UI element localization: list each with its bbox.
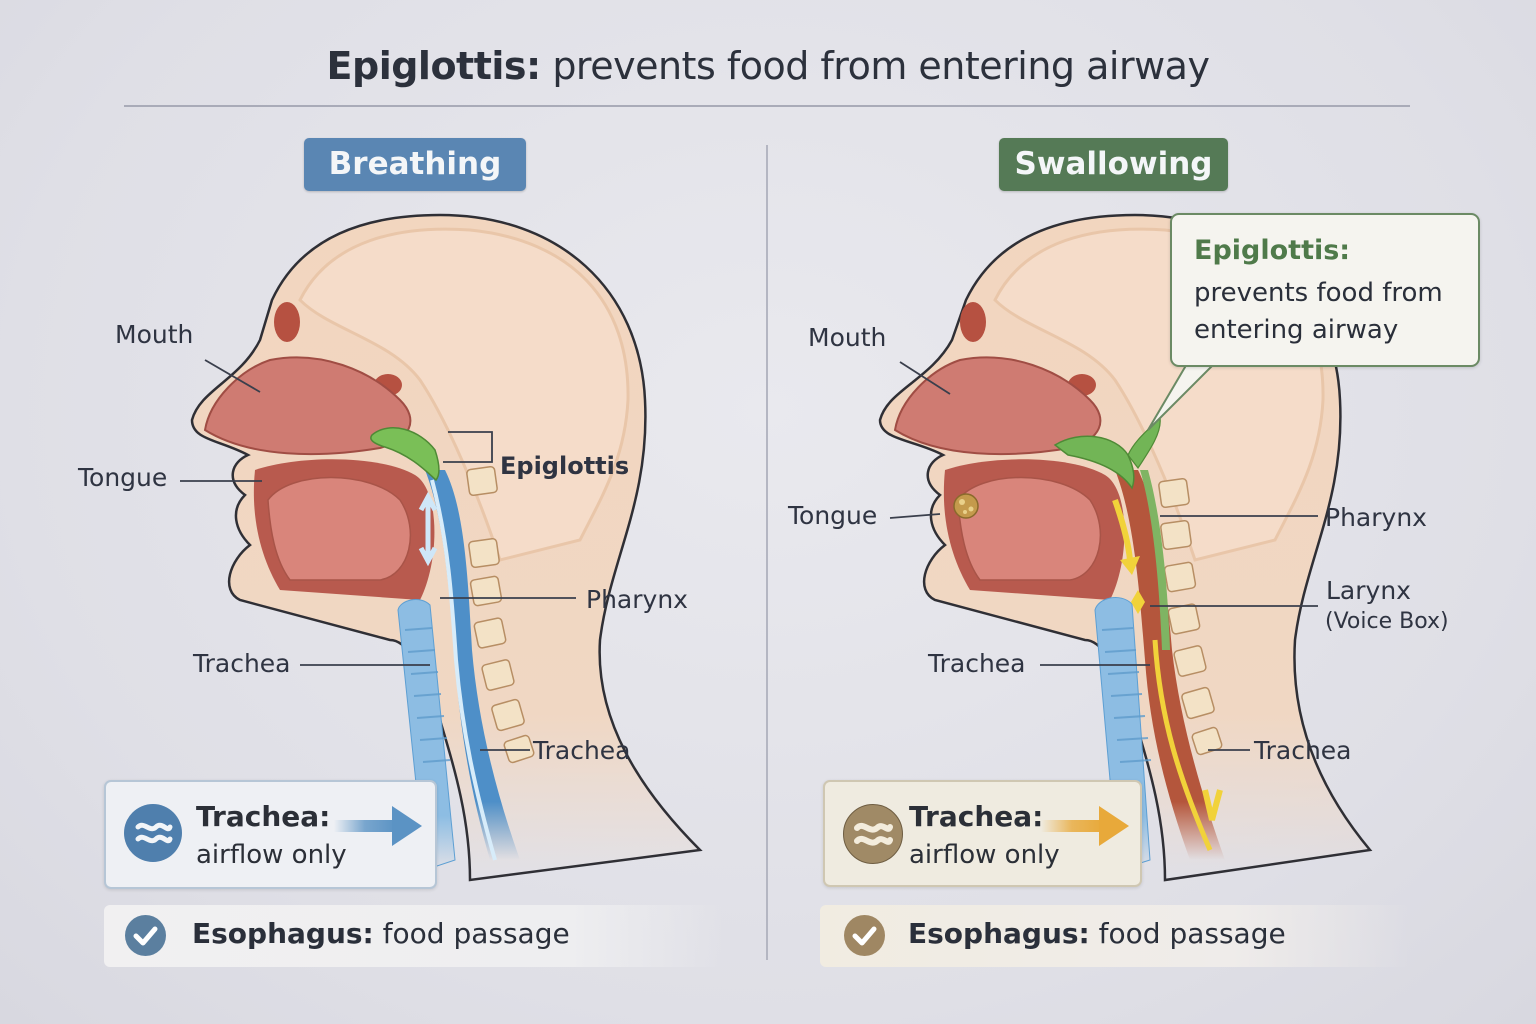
strip-text: Esophagus: food passage <box>192 917 570 950</box>
trachea-card-breathing: Trachea: airflow only <box>104 780 437 889</box>
callout-title: Epiglottis: <box>1194 235 1351 266</box>
label-pharynx-swallowing: Pharynx <box>1325 503 1427 532</box>
strip-rest: food passage <box>1098 917 1286 950</box>
check-icon <box>844 915 885 956</box>
page-title: Epiglottis: prevents food from entering … <box>0 44 1536 88</box>
check-icon <box>125 915 166 956</box>
trachea-card-swallowing: Trachea: airflow only <box>823 780 1142 887</box>
esophagus-strip-breathing: Esophagus: food passage <box>104 905 724 967</box>
label-trachea-left-breathing: Trachea <box>193 649 291 678</box>
swallowing-badge: Swallowing <box>999 138 1228 191</box>
label-mouth-breathing: Mouth <box>115 320 194 349</box>
strip-strong: Esophagus: <box>908 917 1090 950</box>
label-tongue-breathing: Tongue <box>78 463 168 492</box>
label-trachea-right-swallowing: Trachea <box>1254 736 1352 765</box>
airflow-waves-icon <box>124 804 182 862</box>
epiglottis-callout: Epiglottis: prevents food from entering … <box>1170 213 1480 367</box>
title-rest: prevents food from entering airway <box>552 44 1210 88</box>
label-larynx-sub-swallowing: (Voice Box) <box>1325 609 1449 634</box>
airflow-waves-icon <box>843 804 903 864</box>
panel-divider <box>766 145 768 960</box>
title-divider <box>124 105 1410 107</box>
title-strong: Epiglottis: <box>326 44 542 88</box>
card-title: Trachea: <box>196 800 331 833</box>
card-title: Trachea: <box>909 800 1044 833</box>
arrow-right-icon <box>334 806 422 846</box>
card-subtitle: airflow only <box>909 840 1060 870</box>
breathing-head-illustration <box>180 213 703 882</box>
strip-text: Esophagus: food passage <box>908 917 1286 950</box>
card-subtitle: airflow only <box>196 840 347 870</box>
label-trachea-right-breathing: Trachea <box>533 736 631 765</box>
label-tongue-swallowing: Tongue <box>788 501 878 530</box>
label-larynx-swallowing: Larynx <box>1326 576 1411 605</box>
esophagus-strip-swallowing: Esophagus: food passage <box>820 905 1410 967</box>
label-pharynx-breathing: Pharynx <box>586 585 688 614</box>
label-epiglottis-breathing: Epiglottis <box>500 452 630 480</box>
arrow-right-icon <box>1041 806 1129 846</box>
label-mouth-swallowing: Mouth <box>808 323 887 352</box>
strip-strong: Esophagus: <box>192 917 374 950</box>
label-trachea-left-swallowing: Trachea <box>928 649 1026 678</box>
callout-body: prevents food from entering airway <box>1194 278 1443 345</box>
breathing-badge: Breathing <box>304 138 526 191</box>
strip-rest: food passage <box>382 917 570 950</box>
